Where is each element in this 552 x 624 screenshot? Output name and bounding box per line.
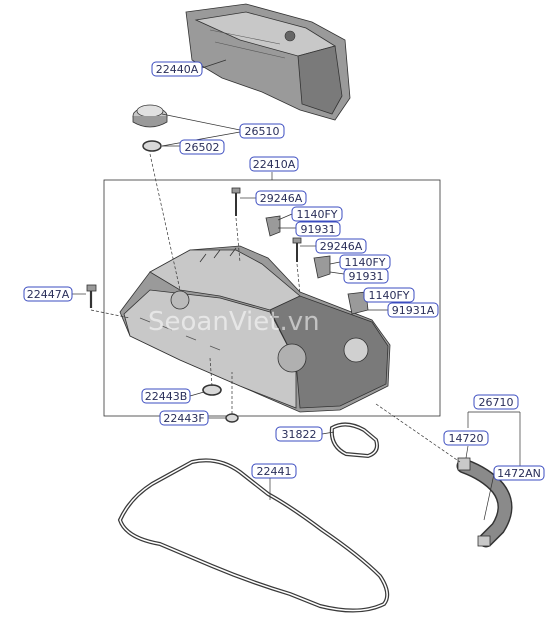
svg-text:1472AN: 1472AN bbox=[497, 467, 541, 480]
callout-22441: 22441 bbox=[251, 463, 297, 479]
callout-29246a-lower: 29246A bbox=[315, 238, 367, 254]
callout-14720: 14720 bbox=[443, 430, 489, 446]
svg-text:26502: 26502 bbox=[185, 141, 220, 154]
callout-1140fy-lower: 1140FY bbox=[339, 254, 391, 270]
callout-22447a: 22447A bbox=[23, 286, 73, 302]
callout-26710: 26710 bbox=[473, 394, 519, 410]
svg-text:26710: 26710 bbox=[479, 396, 514, 409]
bolt-22447a-part bbox=[86, 284, 97, 308]
bracket-1140fy-lower-part bbox=[313, 255, 331, 279]
svg-text:22410A: 22410A bbox=[253, 158, 296, 171]
svg-text:91931: 91931 bbox=[301, 223, 336, 236]
callout-29246a: 29246A bbox=[255, 190, 307, 206]
callout-1140fy: 1140FY bbox=[291, 206, 343, 222]
cylinder-head-cover-part bbox=[119, 245, 391, 413]
svg-text:1140FY: 1140FY bbox=[368, 289, 409, 302]
bracket-1140fy-part bbox=[265, 215, 281, 237]
svg-text:26510: 26510 bbox=[245, 125, 280, 138]
svg-text:91931A: 91931A bbox=[392, 304, 435, 317]
callout-22410a: 22410A bbox=[249, 156, 299, 172]
filler-cap-seal-part bbox=[142, 140, 162, 152]
svg-text:29246A: 29246A bbox=[260, 192, 303, 205]
callout-22443f: 22443F bbox=[159, 410, 209, 426]
seal-22443f-part bbox=[225, 413, 239, 423]
callout-91931-lower: 91931 bbox=[343, 268, 389, 284]
svg-text:22443F: 22443F bbox=[163, 412, 204, 425]
engine-cover-part bbox=[185, 3, 351, 121]
svg-text:1140FY: 1140FY bbox=[344, 256, 385, 269]
svg-text:14720: 14720 bbox=[449, 432, 484, 445]
svg-text:1140FY: 1140FY bbox=[296, 208, 337, 221]
gasket-22441-part bbox=[117, 458, 390, 613]
leader-lines bbox=[71, 59, 521, 521]
callout-1472an: 1472AN bbox=[493, 465, 545, 481]
bolt-29246a-lower-part bbox=[292, 237, 302, 262]
svg-text:31822: 31822 bbox=[282, 428, 317, 441]
callout-1140fy-right: 1140FY bbox=[363, 287, 415, 303]
svg-text:22440A: 22440A bbox=[156, 63, 199, 76]
callout-91931: 91931 bbox=[295, 221, 341, 237]
svg-text:22443B: 22443B bbox=[145, 390, 188, 403]
callout-22440a: 22440A bbox=[151, 61, 203, 77]
svg-text:91931: 91931 bbox=[349, 270, 384, 283]
svg-text:22447A: 22447A bbox=[27, 288, 70, 301]
svg-text:29246A: 29246A bbox=[320, 240, 363, 253]
callout-26510: 26510 bbox=[239, 123, 285, 139]
breather-hose-part bbox=[456, 457, 513, 548]
seal-22443b-part bbox=[202, 384, 222, 396]
svg-text:22441: 22441 bbox=[257, 465, 292, 478]
gasket-31822-part bbox=[329, 422, 379, 459]
callout-22443b: 22443B bbox=[141, 388, 191, 404]
bolt-29246a-part bbox=[231, 187, 241, 216]
callout-31822: 31822 bbox=[275, 426, 323, 442]
oil-filler-cap-part bbox=[132, 104, 168, 128]
callout-26502: 26502 bbox=[179, 139, 225, 155]
watermark: SeoanViet.vn bbox=[148, 307, 320, 337]
callout-91931a: 91931A bbox=[387, 302, 439, 318]
